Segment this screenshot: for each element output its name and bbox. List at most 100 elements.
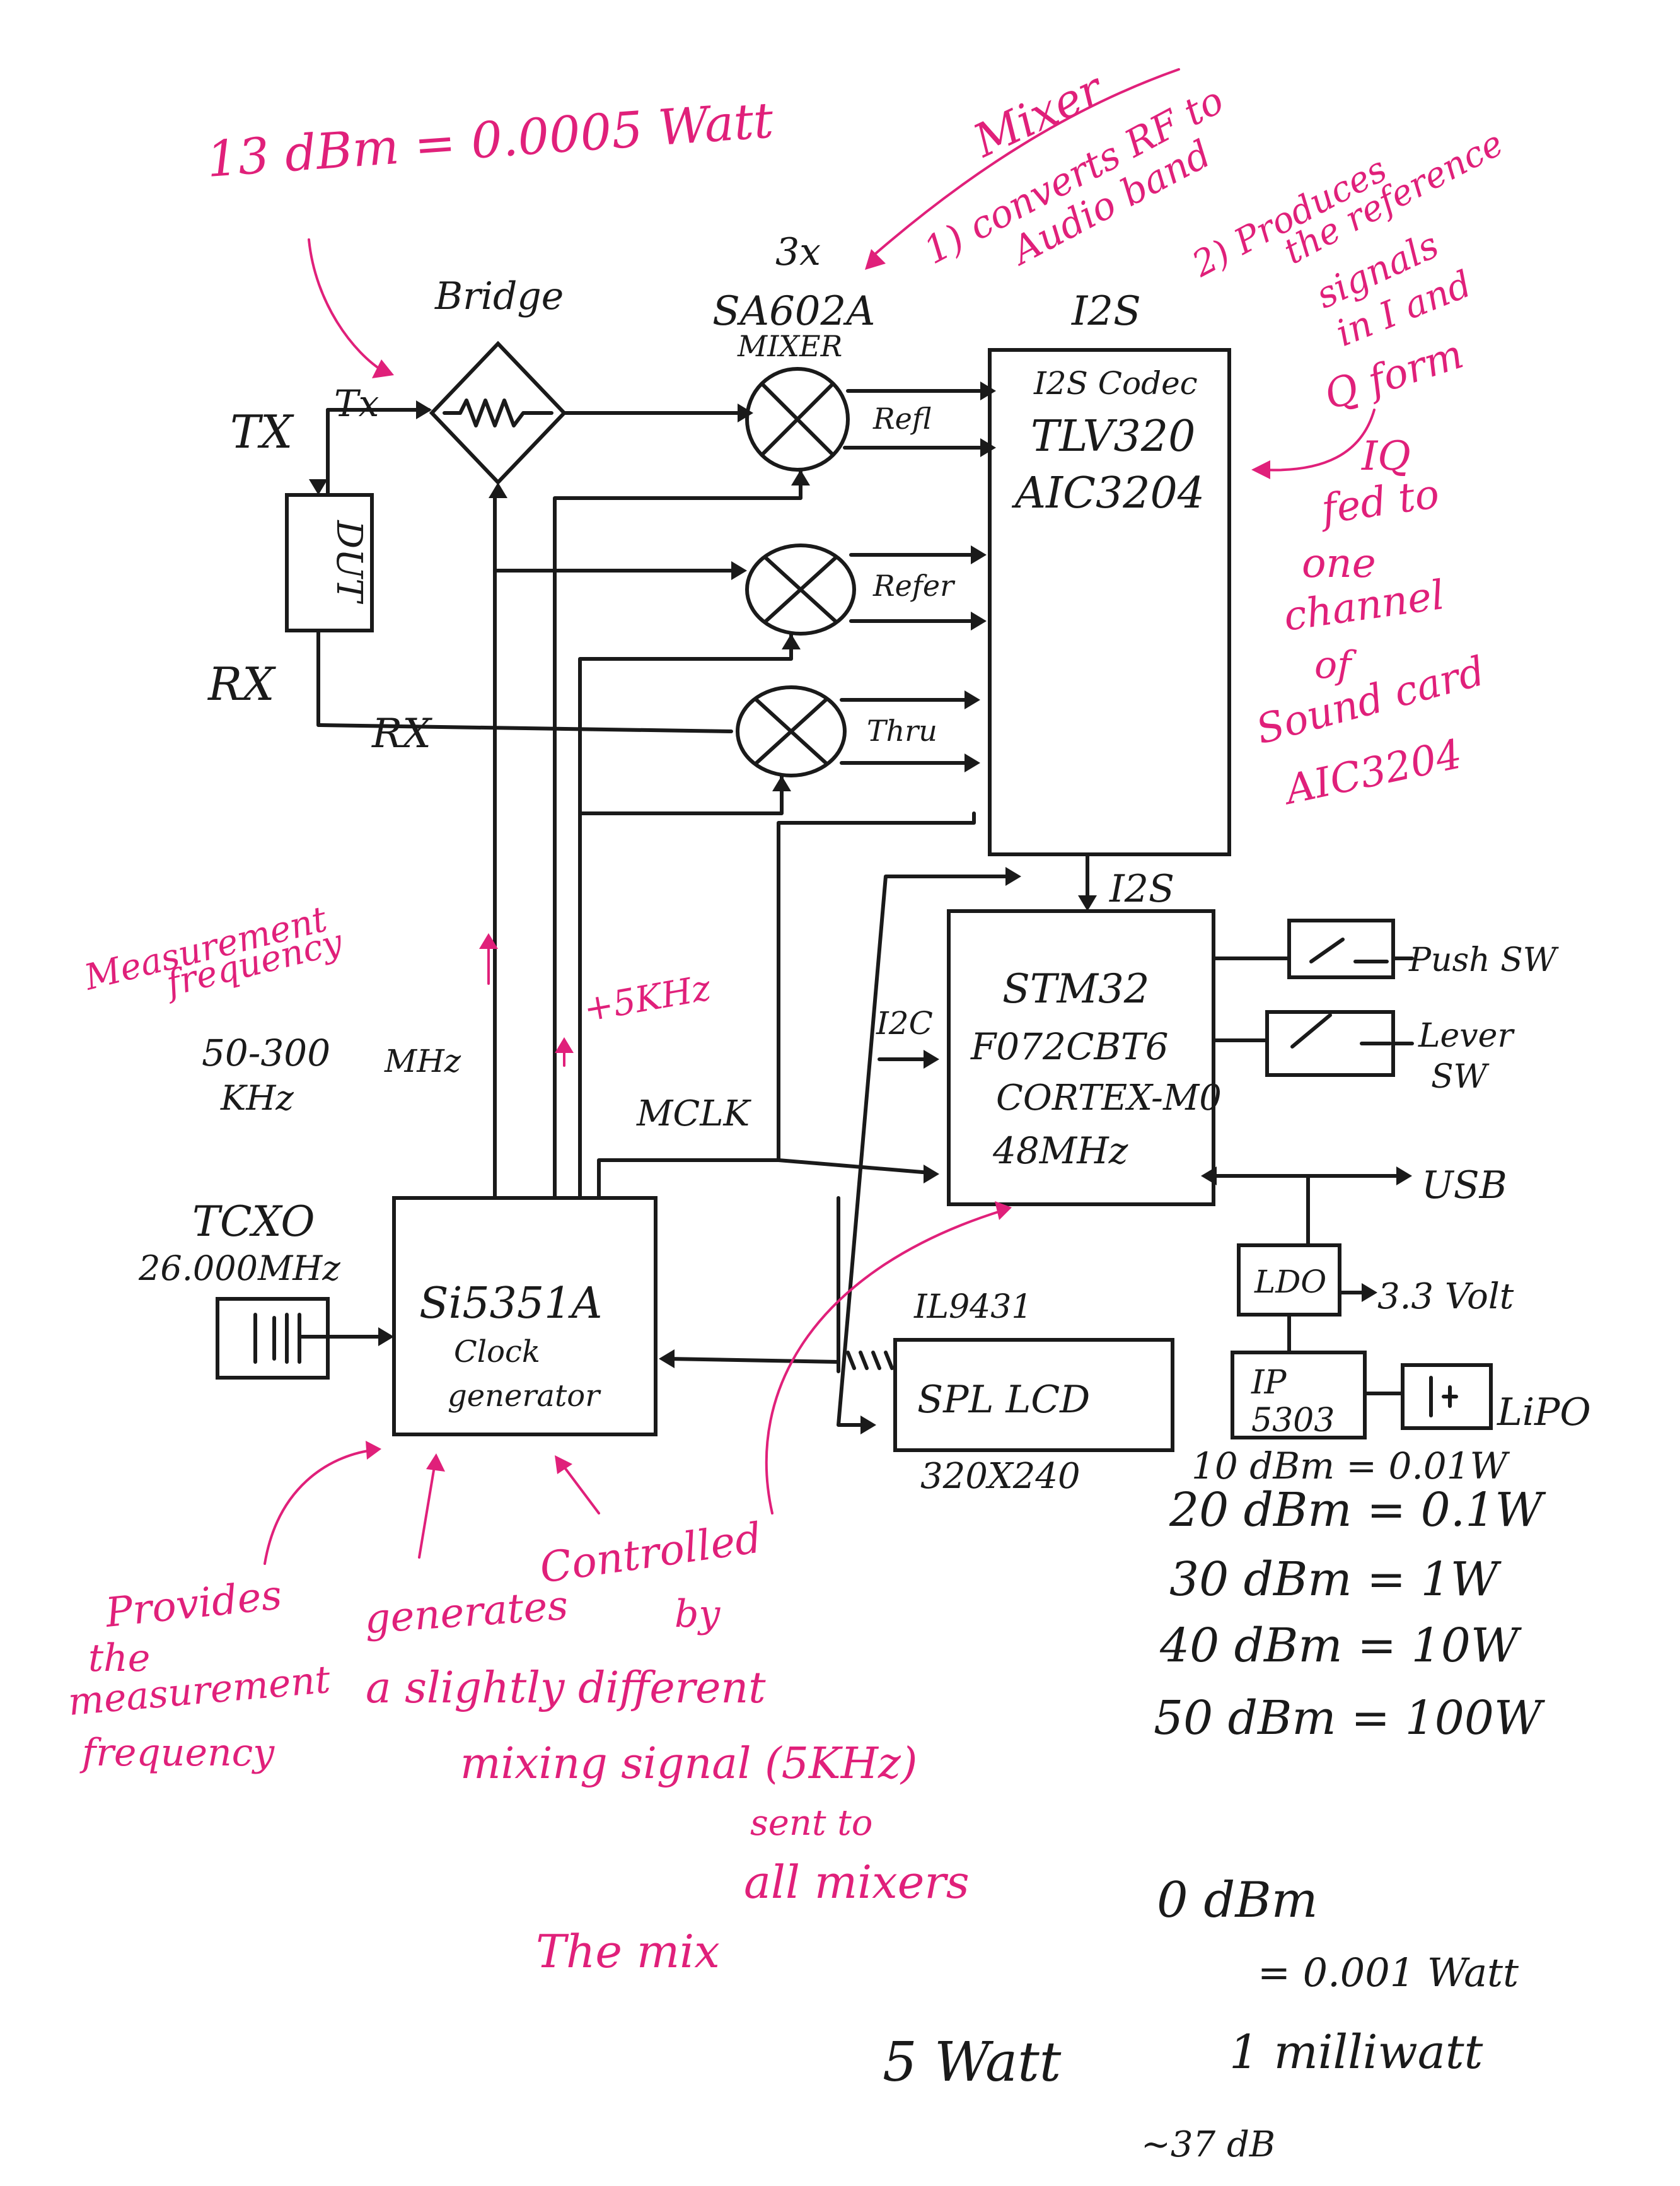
lipo-label: LiPO: [1497, 1390, 1591, 1434]
annotation-arrow-head: [555, 1455, 572, 1474]
power-row-3: 30 dBm = 1W: [1169, 1552, 1502, 1607]
ip-to-ldo-wire: [1287, 1313, 1405, 1395]
mcu-block: [947, 909, 1215, 1206]
arrow-head: [1362, 1283, 1377, 1302]
clock-generator-block: [392, 1196, 658, 1436]
rx-line-label: RX: [371, 711, 432, 757]
dut-block: DUT: [285, 493, 374, 632]
lcd-block: [893, 1338, 1174, 1452]
iq-note-7: AIC3204: [1278, 731, 1466, 814]
controlled-mcu-leader: [765, 1209, 1004, 1515]
arrow-head: [772, 776, 791, 791]
controlled-leader: [560, 1462, 600, 1515]
zero-dbm-eq-label: = 0.001 Watt: [1258, 1950, 1519, 1996]
iq-note-5: of: [1314, 643, 1357, 687]
five-watt-label: 5 Watt: [883, 2031, 1062, 2094]
tcxo-label: TCXO: [192, 1197, 315, 1246]
tx-line-label: Tx: [334, 382, 379, 425]
dbm-note-leader: [308, 238, 386, 373]
generates-note-1: generates: [363, 1583, 569, 1643]
arrow-head: [971, 545, 987, 564]
generates-note-5: all mixers: [744, 1856, 970, 1909]
lever-sw-label-2: SW: [1431, 1058, 1490, 1096]
freq-range-unit: MHz: [384, 1043, 461, 1079]
five-khz-note: +5KHz: [581, 967, 714, 1030]
clock-label-3: generator: [448, 1378, 601, 1414]
dut-label: DUT: [328, 520, 369, 604]
power-row-2: 20 dBm = 0.1W: [1169, 1483, 1546, 1537]
annotation-arrow-head: [865, 249, 886, 270]
push-switch: [1287, 919, 1395, 979]
annotation-arrow-head: [1251, 460, 1270, 479]
lcd-ctrl-label: IL9431: [913, 1288, 1032, 1326]
i2c-bus-wire: [837, 875, 1014, 1427]
lo-bus-wires: [493, 468, 802, 1200]
provides-note-2: the: [88, 1636, 150, 1680]
switch-wires: [1212, 956, 1414, 1045]
tx-label: TX: [230, 405, 294, 458]
mixer-part: SA602A: [712, 288, 875, 335]
zero-dbm-label: 0 dBm: [1157, 1872, 1318, 1929]
bottom-fragment: ~37 dB: [1141, 2124, 1275, 2165]
codec-part-2: AIC3204: [1011, 468, 1205, 518]
ref-note-leader: [1260, 409, 1376, 472]
power-row-4: 40 dBm = 10W: [1159, 1619, 1522, 1673]
lever-sw-label-1: Lever: [1418, 1017, 1515, 1055]
generates-note-2: a slightly different: [366, 1663, 766, 1713]
codec-type: I2S Codec: [1033, 365, 1198, 402]
arrow-head: [1201, 1166, 1217, 1185]
arrow-head: [309, 479, 328, 495]
provides-note-1: Provides: [103, 1572, 284, 1637]
annotation-arrow-head: [555, 1037, 574, 1053]
mixer-thru: [736, 685, 847, 777]
lever-switch: [1265, 1010, 1395, 1077]
arrow-head: [965, 690, 980, 709]
milliwatt-label: 1 milliwatt: [1229, 2025, 1483, 2079]
mcu-line-2: F072CBT6: [970, 1025, 1169, 1068]
arrow-head: [782, 634, 801, 649]
mclk-label: MCLK: [636, 1093, 751, 1134]
provides-note-4: frequency: [79, 1731, 275, 1775]
mixer-thru-label: Thru: [867, 714, 937, 748]
annotation-arrow-head: [479, 933, 498, 949]
push-sw-label: Push SW: [1408, 941, 1559, 979]
power-row-1: 10 dBm = 0.01W: [1191, 1445, 1510, 1487]
mixer-refer: [745, 544, 856, 636]
generates-note-3: mixing signal (5KHz): [460, 1739, 917, 1789]
mixer-outputs-wires: [840, 389, 992, 765]
ip-label-1: IP: [1251, 1364, 1287, 1402]
mixer-refl: [745, 367, 850, 472]
tcxo-freq: 26.000MHz: [138, 1248, 340, 1288]
annotation-arrow-head: [366, 1441, 381, 1460]
dbm-note: 13 dBm = 0.0005 Watt: [205, 92, 775, 189]
i2s-top-label: I2S: [1071, 288, 1141, 335]
arrow-head: [738, 404, 753, 422]
clock-label-2: Clock: [454, 1334, 540, 1369]
bridge-label: Bridge: [434, 274, 564, 318]
arrow-head: [971, 612, 987, 631]
arrow-head: [1396, 1166, 1412, 1185]
generates-leader: [418, 1462, 436, 1559]
arrow-head: [860, 1416, 876, 1434]
power-row-5: 50 dBm = 100W: [1154, 1691, 1546, 1745]
lcd-label: SPL LCD: [917, 1378, 1090, 1422]
i2s-mid-label: I2S: [1109, 867, 1174, 911]
resistor-icon: [443, 398, 553, 427]
mixer-refl-label: Refl: [872, 402, 932, 436]
clock-control-bus: [666, 1357, 840, 1364]
arrow-head: [924, 1050, 939, 1069]
arrow-head: [489, 482, 507, 498]
annotation-arrow-head: [426, 1453, 445, 1472]
ldo-label: LDO: [1254, 1264, 1326, 1300]
iq-note-2: fed to: [1316, 471, 1442, 534]
arrow-head: [416, 400, 432, 419]
annotation-arrow-head: [995, 1201, 1012, 1220]
bus-hash-marks: [846, 1351, 894, 1370]
ip-label-2: 5303: [1251, 1402, 1335, 1439]
mixer-count: 3x: [775, 230, 821, 274]
dut-output-wire: [316, 629, 733, 733]
controlled-note-2: by: [675, 1592, 721, 1636]
controlled-note-1: Controlled: [537, 1513, 765, 1593]
freq-range-2: KHz: [220, 1078, 294, 1118]
